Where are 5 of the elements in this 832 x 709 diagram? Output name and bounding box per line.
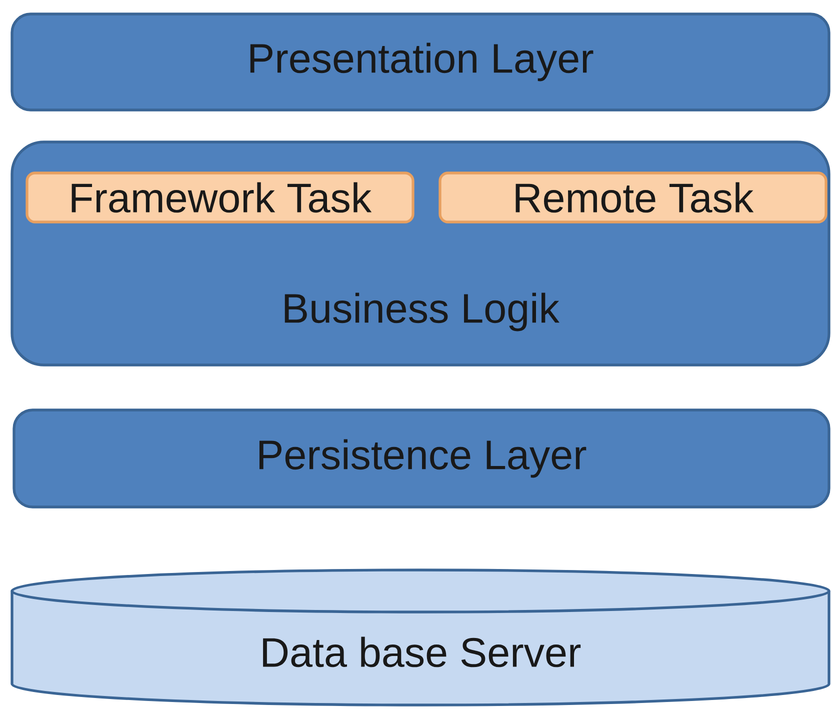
layer-box: Persistence Layer <box>12 408 830 508</box>
task-box: Framework Task <box>26 172 414 224</box>
task-box: Remote Task <box>438 172 828 224</box>
database-cylinder: Data base Server <box>10 568 830 706</box>
layer-box: Presentation Layer <box>10 12 830 112</box>
